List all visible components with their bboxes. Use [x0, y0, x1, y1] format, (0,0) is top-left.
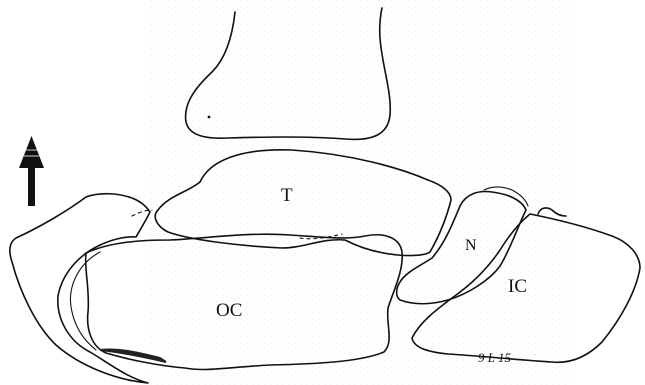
navicular-label: N — [465, 237, 477, 254]
talus-label: T — [281, 185, 293, 206]
up-arrow-icon — [19, 136, 44, 206]
os-calcis-label: OC — [216, 300, 242, 321]
handwritten-mark: 9 L 15 — [478, 350, 511, 365]
tibia-mark — [208, 116, 211, 119]
stipple-texture — [150, 0, 570, 385]
internal-cuneiform-label: IC — [508, 276, 527, 297]
